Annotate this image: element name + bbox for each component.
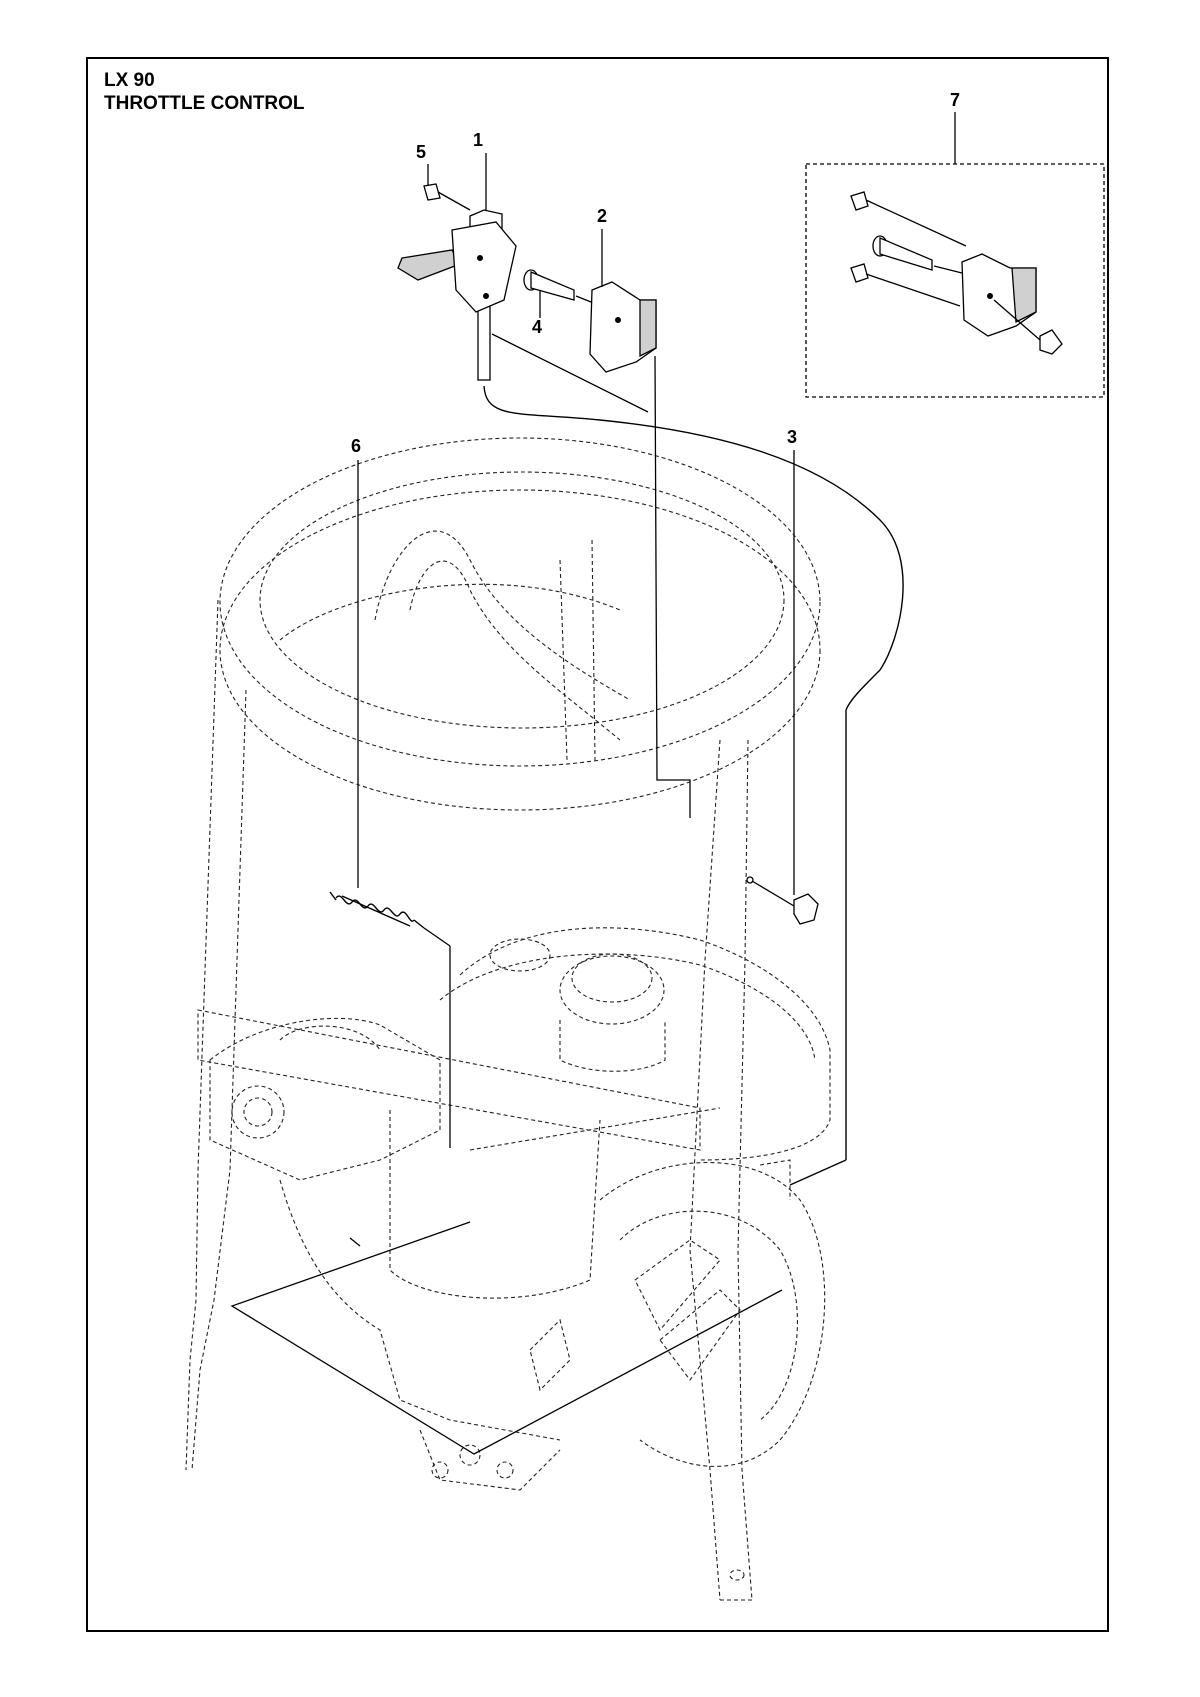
screw-part-5 xyxy=(423,183,471,211)
callout-7: 7 xyxy=(950,90,960,110)
callout-2: 2 xyxy=(597,206,607,226)
callout-6: 6 xyxy=(351,436,361,456)
callout-1: 1 xyxy=(473,130,483,150)
bracket-part-2 xyxy=(589,281,657,373)
section-title: THROTTLE CONTROL xyxy=(104,93,305,114)
drawing-frame xyxy=(86,57,1109,1632)
throttle-lever-part-1 xyxy=(397,209,517,381)
throttle-cable xyxy=(483,385,904,1186)
callouts: 1 2 3 4 5 6 7 xyxy=(351,90,960,895)
installation-lines xyxy=(230,333,783,1455)
callout-4: 4 xyxy=(532,317,542,337)
kit-inset-part-7 xyxy=(805,163,1105,398)
engine xyxy=(209,927,831,1491)
nut-part-3 xyxy=(746,876,819,925)
pin-part-4 xyxy=(523,269,597,305)
model-title: LX 90 xyxy=(104,70,155,91)
spring-part-6 xyxy=(329,891,451,947)
handle-frame xyxy=(185,437,821,1601)
callout-3: 3 xyxy=(787,427,797,447)
callout-5: 5 xyxy=(416,142,426,162)
